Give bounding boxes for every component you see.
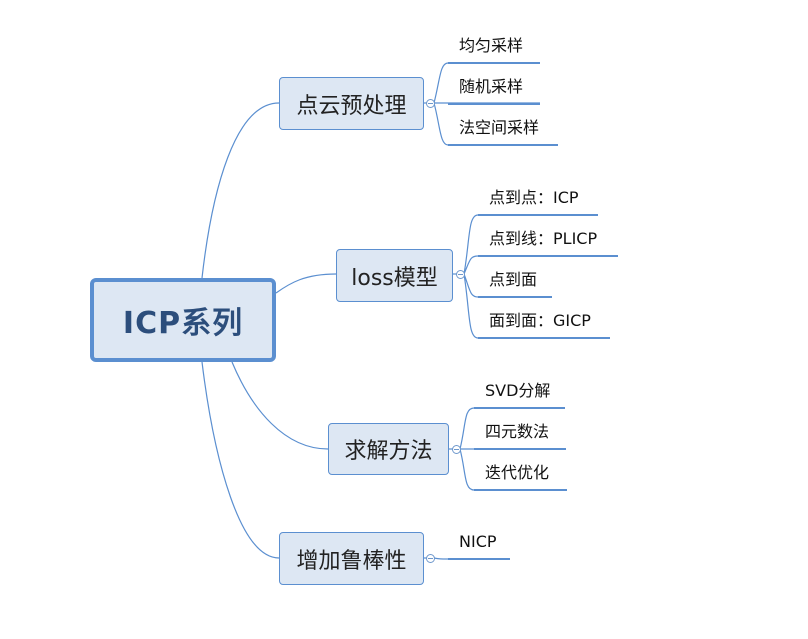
collapse-toggle-icon[interactable] (426, 99, 435, 108)
connector-branch-1-leaf-3 (463, 273, 610, 339)
branch-node-label: loss模型 (351, 265, 438, 291)
leaf-node[interactable]: 四元数法 (485, 422, 550, 441)
leaf-node[interactable]: 均匀采样 (459, 36, 524, 55)
collapse-toggle-icon[interactable] (456, 270, 465, 279)
connector-branch-1-leaf-0 (463, 214, 598, 275)
connector-branch-2-leaf-0 (459, 407, 565, 450)
leaf-node[interactable]: 点到面 (489, 270, 538, 289)
branch-node-label: 点云预处理 (296, 93, 407, 119)
connector-root-branch-1 (275, 273, 337, 294)
branch-node-robustness[interactable]: 增加鲁棒性 (279, 532, 424, 585)
collapse-toggle-icon[interactable] (452, 445, 461, 454)
connector-branch-1-leaf-1 (463, 255, 618, 275)
leaf-node[interactable]: 点到线：PLICP (489, 229, 598, 248)
connector-branch-0-leaf-0 (433, 62, 540, 104)
collapse-toggle-icon[interactable] (426, 554, 435, 563)
connector-branch-2-leaf-2 (459, 448, 567, 491)
connector-branch-0-leaf-2 (433, 102, 558, 146)
branch-node-label: 求解方法 (344, 439, 433, 464)
leaf-node[interactable]: 迭代优化 (485, 463, 550, 482)
branch-node-label: 增加鲁棒性 (296, 548, 407, 574)
connector-branch-3-leaf-0 (433, 557, 510, 560)
connector-root-branch-2 (231, 361, 329, 450)
leaf-node[interactable]: 随机采样 (459, 77, 524, 96)
leaf-node[interactable]: 点到点：ICP (489, 188, 579, 207)
leaf-node[interactable]: 面到面：GICP (489, 311, 591, 330)
branch-node-solver[interactable]: 求解方法 (328, 423, 449, 475)
leaf-node[interactable]: SVD分解 (485, 381, 551, 400)
leaf-node[interactable]: 法空间采样 (459, 118, 540, 137)
connector-branch-1-leaf-2 (463, 273, 552, 298)
connector-root-branch-0 (201, 102, 280, 279)
connector-root-branch-3 (201, 361, 280, 559)
branch-node-loss-model[interactable]: loss模型 (336, 249, 453, 302)
root-node-label: ICP系列 (122, 306, 244, 341)
root-node[interactable]: ICP系列 (90, 278, 276, 362)
branch-node-preprocessing[interactable]: 点云预处理 (279, 77, 424, 130)
leaf-node[interactable]: NICP (459, 532, 497, 551)
